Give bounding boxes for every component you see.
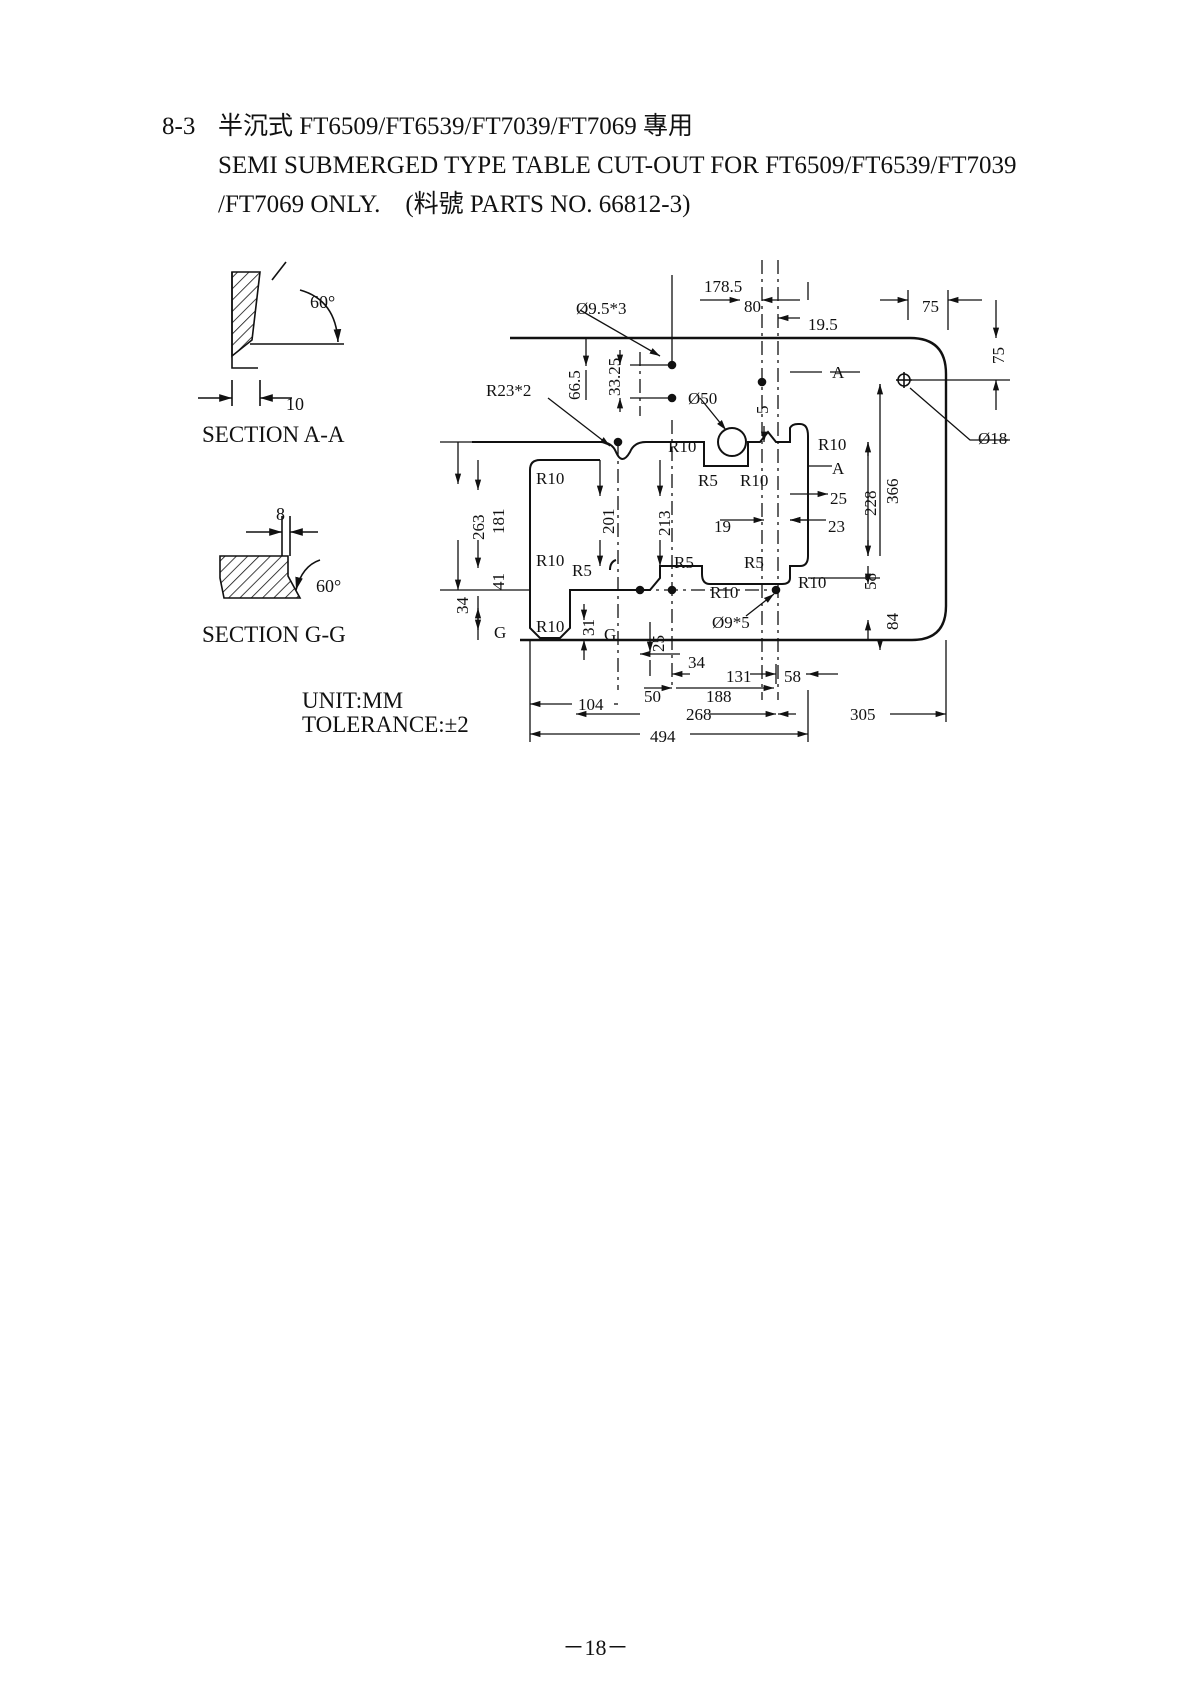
dim-178-5: 178.5: [704, 277, 742, 296]
radius-r10-g: R10: [710, 583, 738, 602]
radius-r10-d: R10: [740, 471, 768, 490]
heading-title: 半沉式 FT6509/FT6539/FT7039/FT7069 專用: [218, 113, 694, 140]
section-a-mark-2: A: [832, 459, 845, 478]
dim-80: 80: [744, 297, 761, 316]
section-aa-detail: [198, 261, 344, 406]
dim-84: 84: [883, 613, 902, 631]
dim-34-bottom: 34: [688, 653, 706, 672]
tolerance-note: TOLERANCE:±2: [302, 712, 469, 737]
section-g-mark-1: G: [494, 623, 506, 642]
mounting-holes: [613, 360, 912, 595]
radius-r5-a: R5: [698, 471, 718, 490]
radius-r10-e: R10: [536, 551, 564, 570]
radius-r10-b: R10: [818, 435, 846, 454]
dim-50: 50: [644, 687, 661, 706]
dim-104: 104: [578, 695, 604, 714]
dim-58-bottom: 58: [784, 667, 801, 686]
radius-r23x2: R23*2: [486, 381, 531, 400]
dim-66-5: 66.5: [565, 370, 584, 400]
hole-spec-9-5x3: Ø9.5*3: [576, 299, 627, 318]
section-gg-detail: [219, 516, 321, 599]
radius-r10-h: R10: [536, 617, 564, 636]
dim-131: 131: [726, 667, 752, 686]
dim-19: 19: [714, 517, 731, 536]
dim-58-right: 58: [861, 573, 880, 590]
section-aa-caption: SECTION A-A: [202, 422, 345, 447]
dim-23: 23: [828, 517, 845, 536]
dim-34-left: 34: [453, 597, 472, 615]
dim-201: 201: [599, 509, 618, 535]
radius-r5-b: R5: [572, 561, 592, 580]
dim-75-right: 75: [989, 347, 1008, 364]
dim-25-right: 25: [830, 489, 847, 508]
dim-366: 366: [883, 479, 902, 505]
dim-5: 5: [753, 406, 772, 415]
heading-line-2: SEMI SUBMERGED TYPE TABLE CUT-OUT FOR FT…: [218, 151, 1017, 179]
section-gg-caption: SECTION G-G: [202, 622, 346, 647]
dim-75-top: 75: [922, 297, 939, 316]
dimension-lines: [440, 275, 1010, 742]
dim-268: 268: [686, 705, 712, 724]
section-gg-angle: 60°: [316, 576, 341, 596]
section-aa-angle: 60°: [310, 292, 335, 312]
centre-lines: [610, 260, 779, 700]
radius-r5-c: R5: [674, 553, 694, 572]
cutout-contour: [472, 423, 809, 639]
radius-r10-a: R10: [668, 437, 696, 456]
radius-r10-c: R10: [536, 469, 564, 488]
dim-213: 213: [655, 511, 674, 537]
radius-r5-d: R5: [744, 553, 764, 572]
page-number: －18－: [562, 1635, 629, 1660]
heading: 8-3 半沉式 FT6509/FT6539/FT7039/FT7069 專用 SE…: [162, 108, 1017, 224]
dim-181: 181: [489, 509, 508, 535]
dim-263: 263: [469, 515, 488, 541]
section-g-mark-2: G: [604, 625, 616, 644]
section-a-mark-1: A: [832, 363, 845, 382]
dim-228: 228: [861, 491, 880, 517]
hole-spec-9x5: Ø9*5: [712, 613, 750, 632]
section-number: 8-3: [162, 113, 196, 140]
table-outline: [510, 336, 948, 642]
radius-r10-f: R10: [798, 573, 826, 592]
section-aa-thickness: 10: [286, 394, 304, 414]
dim-305: 305: [850, 705, 876, 724]
section-gg-thickness: 8: [276, 504, 285, 524]
hole-spec-50: Ø50: [688, 389, 717, 408]
unit-note: UNIT:MM: [302, 688, 403, 713]
heading-line-3: /FT7069 ONLY. (料號 PARTS NO. 66812-3): [218, 190, 691, 218]
dim-41: 41: [489, 573, 508, 590]
dim-25-bottom: 25: [649, 635, 668, 652]
hole-spec-18: Ø18: [978, 429, 1007, 448]
dim-494: 494: [650, 727, 676, 746]
dim-31: 31: [579, 619, 598, 636]
dim-19-5: 19.5: [808, 315, 838, 334]
dim-33-25: 33.25: [605, 358, 624, 396]
dim-188: 188: [706, 687, 732, 706]
